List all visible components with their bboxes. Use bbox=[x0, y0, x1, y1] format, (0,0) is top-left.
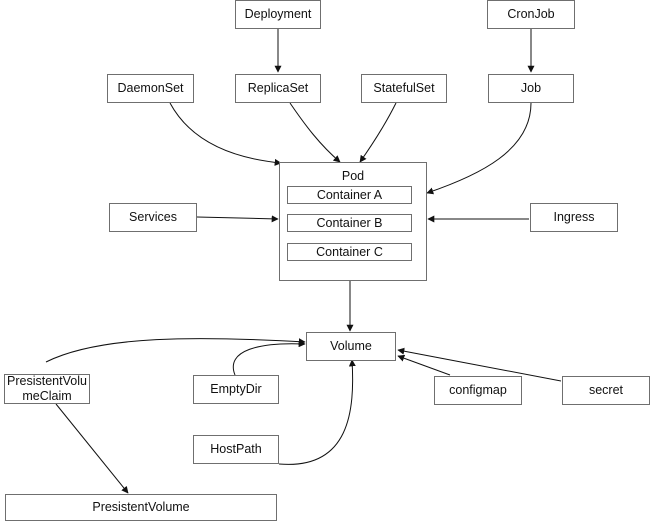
hostpath-node: HostPath bbox=[193, 435, 279, 464]
configmap-node: configmap bbox=[434, 376, 522, 405]
container-c-node: Container C bbox=[287, 243, 412, 261]
arrow-emptydir-to-volume bbox=[232, 340, 306, 376]
secret-node: secret bbox=[562, 376, 650, 405]
services-node: Services bbox=[109, 203, 197, 232]
arrow-statefulset-to-pod bbox=[359, 102, 397, 163]
arrow-replicaset-to-pod bbox=[289, 102, 341, 163]
container-b-node: Container B bbox=[287, 214, 412, 232]
daemonset-node: DaemonSet bbox=[107, 74, 194, 103]
arrow-daemonset-to-pod bbox=[169, 102, 282, 166]
job-node: Job bbox=[488, 74, 574, 103]
arrow-job-to-pod bbox=[426, 102, 532, 195]
replicaset-node: ReplicaSet bbox=[235, 74, 321, 103]
pod-label: Pod bbox=[341, 169, 365, 183]
arrow-pvc-to-pv bbox=[55, 403, 129, 494]
volume-node: Volume bbox=[306, 332, 396, 361]
arrow-services-to-pod bbox=[196, 215, 279, 223]
statefulset-node: StatefulSet bbox=[361, 74, 447, 103]
pvc-label-line1: PresistentVolu bbox=[7, 374, 87, 388]
arrow-configmap-to-volume bbox=[397, 354, 451, 376]
ingress-node: Ingress bbox=[530, 203, 618, 232]
container-a-node: Container A bbox=[287, 186, 412, 204]
arrow-pvc-to-volume bbox=[45, 338, 306, 363]
deployment-node: Deployment bbox=[235, 0, 321, 29]
emptydir-node: EmptyDir bbox=[193, 375, 279, 404]
cronjob-node: CronJob bbox=[487, 0, 575, 29]
arrow-hostpath-to-volume bbox=[278, 359, 356, 465]
arrow-secret-to-volume bbox=[397, 347, 562, 382]
persistent-volume-claim-node: PresistentVolu meClaim bbox=[4, 374, 90, 404]
persistent-volume-node: PresistentVolume bbox=[5, 494, 277, 521]
pvc-label-line2: meClaim bbox=[22, 389, 72, 403]
